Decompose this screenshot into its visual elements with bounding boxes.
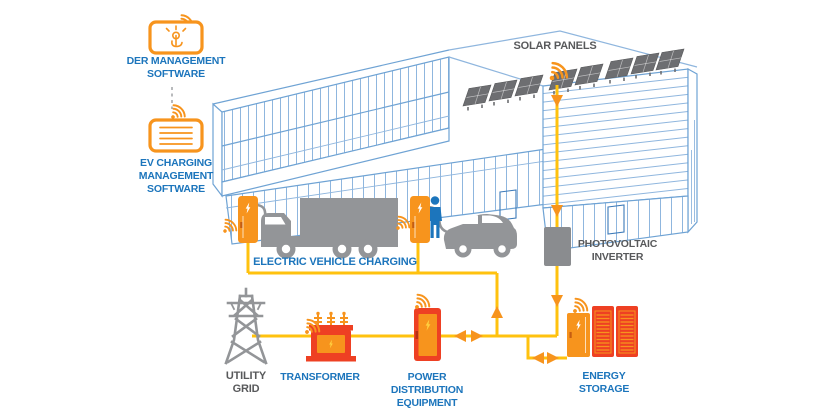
- pv-inverter-label: PHOTOVOLTAIC INVERTER: [577, 238, 658, 263]
- down-arrow: [551, 205, 563, 217]
- ev-charging-station: [238, 196, 258, 243]
- building-illustration: [212, 30, 698, 252]
- transformer-icon: [306, 311, 356, 362]
- right-arrow: [547, 352, 559, 364]
- down-arrow: [551, 295, 563, 307]
- flow-arrows: [454, 95, 563, 364]
- car-icon: [443, 214, 517, 258]
- truck-icon: [261, 198, 398, 259]
- pv-inverter-box: [544, 227, 571, 266]
- solar-panel: [488, 79, 518, 107]
- transformer-label: TRANSFORMER: [280, 371, 360, 383]
- down-arrow: [551, 95, 563, 107]
- energy-storage-label: ENERGY STORAGE: [578, 370, 630, 395]
- ev-charging-line: [246, 242, 499, 336]
- solar-panel: [462, 84, 492, 112]
- power-distribution-cabinet: [414, 308, 441, 361]
- left-arrow: [454, 330, 466, 342]
- ev-charging-label: ELECTRIC VEHICLE CHARGING: [253, 256, 417, 268]
- der-software-label: DER MANAGEMENT SOFTWARE: [126, 55, 226, 80]
- utility-grid-label: UTILITY GRID: [225, 370, 267, 396]
- ev-software-label: EV CHARGING MANAGEMENT SOFTWARE: [138, 157, 214, 195]
- ev-software-icon: [148, 118, 204, 153]
- power-flow-lines: [246, 85, 567, 360]
- up-arrow: [491, 306, 503, 318]
- utility-tower-icon: [224, 287, 268, 365]
- power-distribution-label: POWER DISTRIBUTION EQUIPMENT: [390, 371, 464, 409]
- energy-storage-cabinets: [567, 306, 638, 357]
- der-software-icon: [148, 20, 204, 55]
- right-arrow: [471, 330, 483, 342]
- ev-charging-station: [410, 196, 430, 243]
- left-arrow: [532, 352, 544, 364]
- person-icon: [428, 196, 442, 238]
- solar-panels-label: SOLAR PANELS: [513, 40, 597, 52]
